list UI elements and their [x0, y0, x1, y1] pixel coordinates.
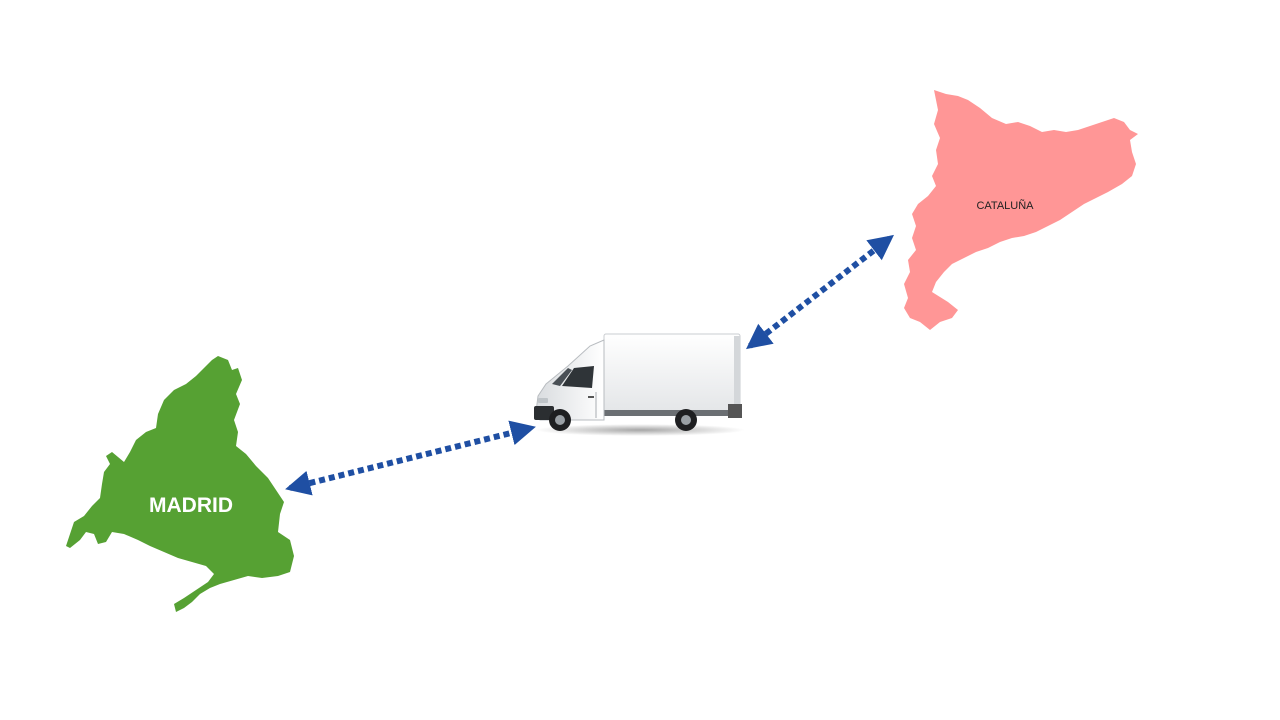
region-madrid: MADRID: [66, 356, 294, 612]
truck-front-hub: [555, 415, 565, 425]
truck-door-handle: [588, 396, 594, 398]
truck-chassis: [604, 410, 742, 416]
truck-box-rear-edge: [734, 336, 740, 412]
truck-rear-hub: [681, 415, 691, 425]
region-cataluna: CATALUÑA: [904, 90, 1138, 330]
madrid-label: MADRID: [149, 494, 233, 517]
cataluna-label: CATALUÑA: [976, 199, 1034, 212]
truck-cargo-box: [604, 334, 740, 412]
madrid-map-shape: [66, 356, 294, 612]
truck-headlight: [538, 398, 548, 403]
box-truck-icon: [534, 334, 745, 436]
connector-madrid-truck: [290, 428, 531, 488]
connector-truck-cataluna: [750, 238, 890, 346]
truck-tail-lift: [728, 404, 742, 418]
